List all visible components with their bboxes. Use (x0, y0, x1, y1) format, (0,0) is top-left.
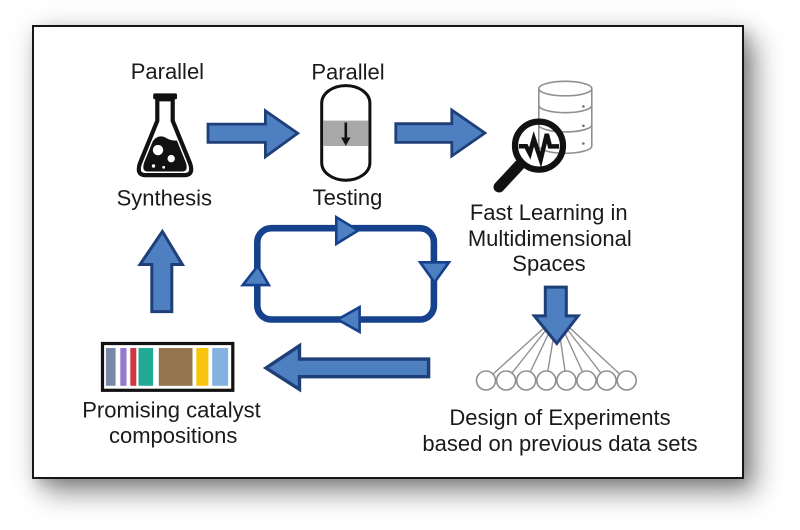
svg-text:Fast Learning in: Fast Learning in (470, 200, 628, 225)
svg-text:Promising catalyst: Promising catalyst (82, 397, 261, 422)
svg-text:Parallel: Parallel (311, 60, 384, 85)
svg-text:Parallel: Parallel (131, 59, 204, 84)
svg-text:Design of Experiments: Design of Experiments (449, 405, 670, 430)
svg-text:based on previous data sets: based on previous data sets (422, 431, 697, 456)
svg-text:Testing: Testing (313, 185, 383, 210)
svg-text:Spaces: Spaces (512, 251, 585, 276)
svg-text:Synthesis: Synthesis (117, 186, 212, 211)
svg-text:compositions: compositions (109, 423, 237, 448)
svg-text:Multidimensional: Multidimensional (468, 226, 632, 251)
